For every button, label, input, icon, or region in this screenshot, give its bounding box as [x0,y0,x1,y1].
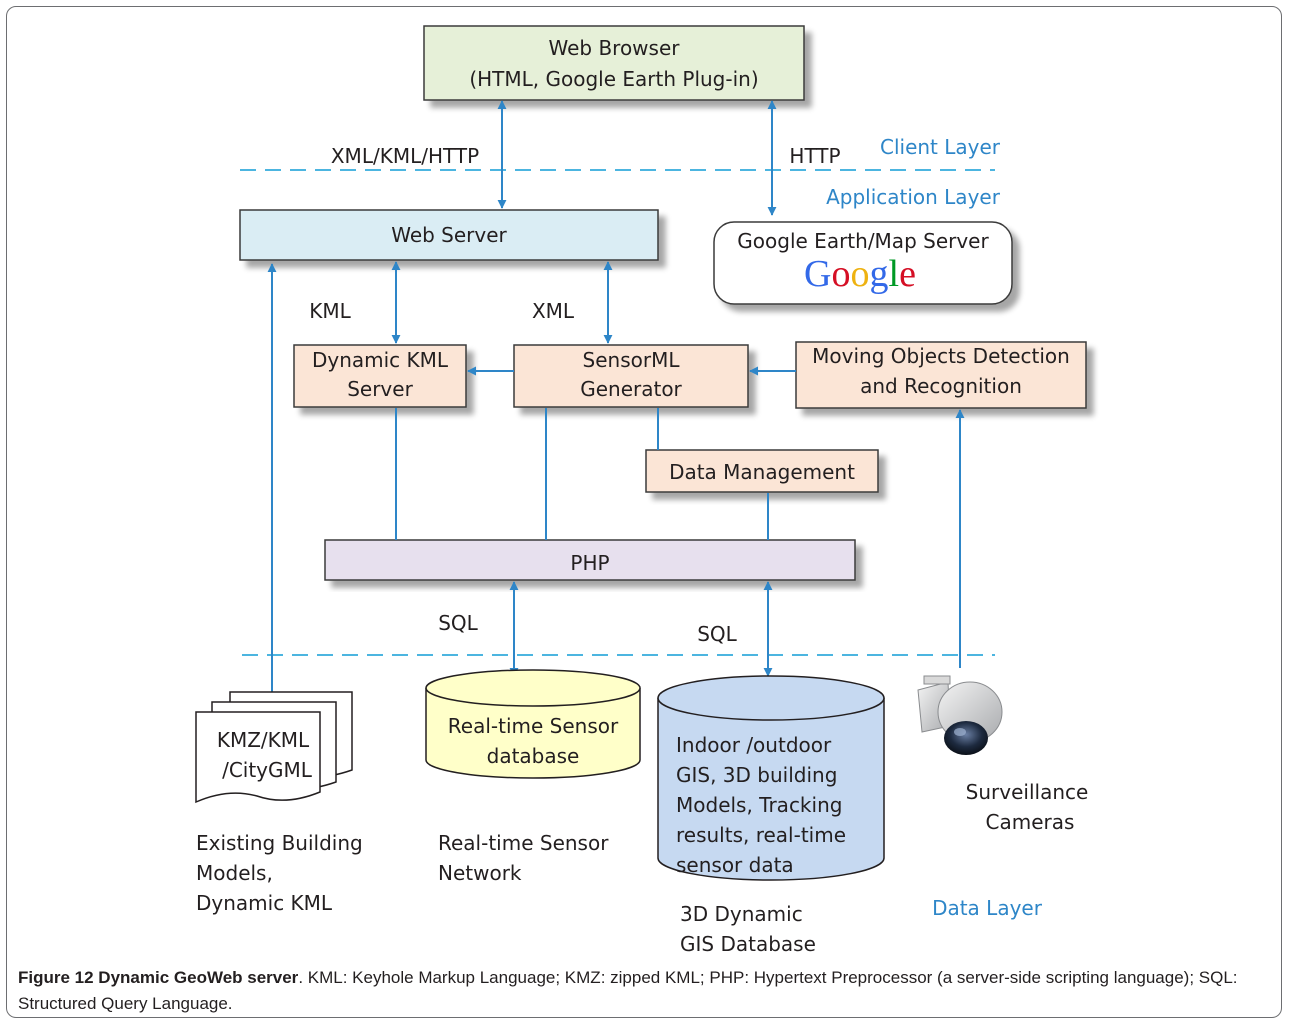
existing-caption-1: Existing Building [196,831,363,855]
sensor-database: Real-time Sensor database [425,669,641,779]
existing-models-caption: Existing Building Models, Dynamic KML [196,831,363,915]
xml-label: XML [532,299,575,323]
gis-db-label-1: Indoor /outdoor [676,733,832,757]
data-management-node: Data Management [645,449,879,493]
architecture-diagram: Client Layer Application Layer Data Laye… [195,25,1089,956]
sensor-db-label-1: Real-time Sensor [448,714,619,738]
moving-objects-label-1: Moving Objects Detection [812,344,1070,368]
connectors [267,100,965,695]
sensor-db-label-2: database [487,744,580,768]
sensor-network-caption: Real-time Sensor Network [438,831,609,885]
gis-database-caption-2: GIS Database [680,932,816,956]
dynamic-kml-label-1: Dynamic KML [312,348,449,372]
xml-kml-http-label: XML/KML/HTTP [331,144,479,168]
web-browser-node: Web Browser (HTML, Google Earth Plug-in) [423,25,805,101]
existing-caption-2: Models, [196,861,273,885]
moving-objects-label-2: and Recognition [860,374,1022,398]
gis-db-label-5: sensor data [676,853,794,877]
google-server-node: Google Earth/Map Server Google [713,221,1013,305]
sensor-network-caption-1: Real-time Sensor [438,831,609,855]
sensorml-label-2: Generator [580,377,682,401]
surveillance-camera-icon [917,675,1003,755]
gis-database-caption-1: 3D Dynamic [680,902,803,926]
kmz-doc-label-1: KMZ/KML [217,728,310,752]
cameras-caption-2: Cameras [986,810,1075,834]
figure-caption-text: . KML: Keyhole Markup Language; KMZ: zip… [18,968,1238,1013]
google-logo: Google [804,253,916,295]
figure-caption-label: Figure 12 Dynamic GeoWeb server [18,968,299,987]
php-label: PHP [570,551,609,575]
sql-left-label: SQL [438,611,478,635]
application-layer-label: Application Layer [826,185,1001,209]
google-server-label: Google Earth/Map Server [737,229,989,253]
dynamic-kml-label-2: Server [347,377,413,401]
data-layer-label: Data Layer [932,896,1043,920]
moving-objects-node: Moving Objects Detection and Recognition [795,341,1087,409]
sensorml-generator-node: SensorML Generator [513,344,749,408]
web-server-node: Web Server [239,209,659,261]
gis-database: Indoor /outdoor GIS, 3D building Models,… [657,675,885,881]
cameras-caption: Surveillance Cameras [966,780,1089,834]
web-browser-title: Web Browser [548,36,680,60]
cameras-caption-1: Surveillance [966,780,1089,804]
sensor-network-caption-2: Network [438,861,522,885]
kmz-doc-label-2: /CityGML [222,758,313,782]
gis-db-label-4: results, real-time [676,823,846,847]
http-label: HTTP [789,144,840,168]
gis-db-label-3: Models, Tracking [676,793,842,817]
web-browser-subtitle: (HTML, Google Earth Plug-in) [469,67,758,91]
web-server-label: Web Server [391,223,507,247]
client-layer-label: Client Layer [880,135,1001,159]
sql-right-label: SQL [697,622,737,646]
sensorml-label-1: SensorML [583,348,681,372]
gis-database-caption: 3D Dynamic GIS Database [680,902,816,956]
gis-db-label-2: GIS, 3D building [676,763,837,787]
kml-label: KML [309,299,351,323]
figure-frame [6,6,1282,1018]
php-node: PHP [324,539,856,581]
figure-caption: Figure 12 Dynamic GeoWeb server. KML: Ke… [18,965,1274,1017]
existing-caption-3: Dynamic KML [196,891,333,915]
dynamic-kml-server-node: Dynamic KML Server [293,344,467,408]
kmz-document-stack: KMZ/KML /CityGML [195,691,353,804]
data-management-label: Data Management [669,460,855,484]
